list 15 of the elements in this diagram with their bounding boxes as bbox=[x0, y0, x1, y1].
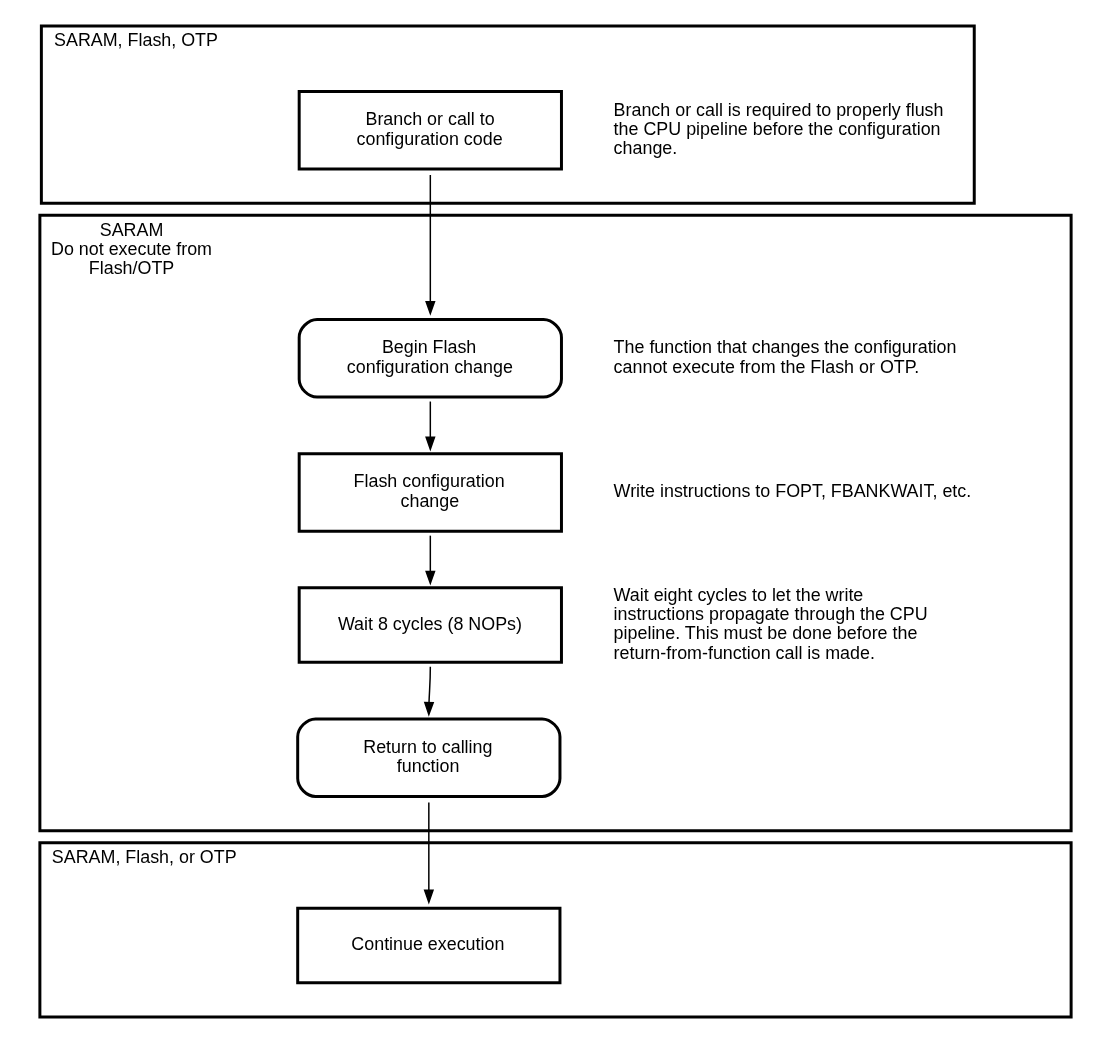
arrow bbox=[423, 666, 435, 717]
node-box: Begin Flash configuration change bbox=[297, 318, 563, 399]
node-label: The function that changes the configuration cannot execute from the Flash or OTP. bbox=[613, 337, 957, 377]
node-label: Wait eight cycles to let the write instructions propagate through the CPU pipeline. This must be done before the return-from-function call is made. bbox=[613, 584, 928, 663]
node-label: Write instructions to FOPT, FBANKWAIT, etc. bbox=[613, 481, 972, 502]
node-box: Branch or call to configuration code bbox=[297, 90, 563, 171]
node-box: Continue execution bbox=[296, 906, 562, 985]
arrow bbox=[425, 174, 436, 316]
node-label: Branch or call is required to properly flush the CPU pipeline before the configuration change. bbox=[613, 99, 944, 159]
node-box: Flash configuration change bbox=[297, 452, 563, 533]
arrow bbox=[423, 801, 435, 905]
node-box: Wait 8 cycles (8 NOPs) bbox=[297, 586, 563, 664]
node-box: Return to calling function bbox=[296, 717, 562, 798]
arrow bbox=[425, 534, 436, 586]
arrow bbox=[425, 400, 436, 452]
